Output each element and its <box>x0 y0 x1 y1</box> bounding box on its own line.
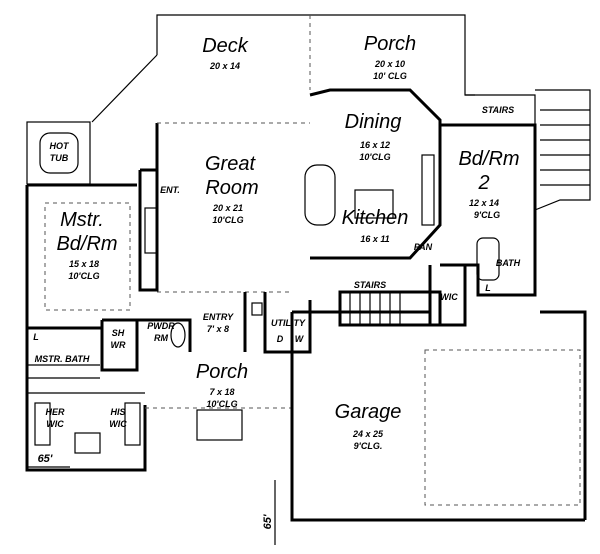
upper-stairs-label: STAIRS <box>482 105 514 115</box>
front-porch-label: Porch <box>196 361 248 383</box>
walls <box>25 14 591 545</box>
labels: Deck 20 x 14 Porch 20 x 10 10' CLG HOT T… <box>33 33 520 529</box>
bedroom2-walls <box>440 123 537 297</box>
master-linen-label: L <box>33 332 39 342</box>
hot-tub-label-2: TUB <box>50 153 69 163</box>
plan-line <box>465 89 591 211</box>
dining-ceiling: 10'CLG <box>359 152 390 162</box>
her-wic-label-2: WIC <box>46 419 64 429</box>
master-label-1: Mstr. <box>60 209 104 231</box>
great-room-ceiling: 10'CLG <box>212 215 243 225</box>
plan-line <box>251 302 263 316</box>
kitchen-size: 16 x 11 <box>360 234 389 244</box>
width-dimension: 65' <box>38 453 53 465</box>
kitchen-island <box>354 189 394 219</box>
lower-stairs-label: STAIRS <box>354 280 386 290</box>
tub <box>476 237 500 281</box>
master-ceiling: 10'CLG <box>68 271 99 281</box>
great-room-label-1: Great <box>205 153 256 175</box>
dining-size: 16 x 12 <box>360 140 390 150</box>
great-room-label-2: Room <box>205 177 258 199</box>
plan-line <box>170 322 186 348</box>
kitchen-label: Kitchen <box>342 207 409 229</box>
dryer-label: D <box>277 334 284 344</box>
dining-label: Dining <box>345 111 402 133</box>
master-tray <box>44 202 131 311</box>
deck-label: Deck <box>202 35 249 57</box>
deck-diagonal <box>91 54 158 123</box>
wic-walls <box>428 265 467 327</box>
plan-line <box>34 402 51 446</box>
entry-size: 7' x 8 <box>207 324 229 334</box>
plan-line <box>74 432 101 454</box>
washer-label: W <box>295 334 305 344</box>
his-wic-label-2: WIC <box>109 419 127 429</box>
garage-door-outline <box>424 349 581 506</box>
utility-label: UTILITY <box>271 318 306 328</box>
powder-label-2: RM <box>154 333 168 343</box>
hot-tub-label-1: HOT <box>50 141 71 151</box>
front-steps <box>196 409 243 441</box>
master-size: 15 x 18 <box>69 259 99 269</box>
bath-label: BATH <box>496 258 521 268</box>
her-wic-label-1: HER <box>45 407 65 417</box>
shower-walls <box>27 318 139 372</box>
ent-label: ENT. <box>160 185 180 195</box>
front-porch-size: 7 x 18 <box>209 387 234 397</box>
hot-tub <box>39 132 79 174</box>
great-room-size: 20 x 21 <box>212 203 243 213</box>
front-porch-ceiling: 10'CLG <box>206 399 237 409</box>
bedroom2-label-1: Bd/Rm <box>458 148 519 170</box>
rear-porch-size: 20 x 10 <box>374 59 405 69</box>
wic-label: WIC <box>440 292 458 302</box>
bedroom2-size: 12 x 14 <box>469 198 499 208</box>
master-label-2: Bd/Rm <box>56 233 117 255</box>
dining-kitchen-walls <box>309 88 442 260</box>
garage-ceiling: 9'CLG. <box>354 441 383 451</box>
entry-walls <box>137 292 312 354</box>
powder-label-1: PWDR <box>147 321 175 331</box>
garage-label: Garage <box>335 401 402 423</box>
plan-line <box>421 154 435 226</box>
bedroom2-ceiling: 9'CLG <box>474 210 500 220</box>
plan-line <box>124 402 141 446</box>
fireplace <box>144 207 158 254</box>
fireplace-wall <box>138 123 159 292</box>
depth-dimension: 65' <box>262 514 274 529</box>
stairs-upper <box>465 89 591 211</box>
deck-size: 20 x 14 <box>209 61 240 71</box>
stairs-lower <box>338 290 442 327</box>
bath-linen-label: L <box>485 283 491 293</box>
rear-porch-ceiling: 10' CLG <box>373 71 407 81</box>
shower-label-1: SH <box>112 328 125 338</box>
his-wic-label-1: HIS <box>110 407 125 417</box>
garage-size: 24 x 25 <box>352 429 384 439</box>
rear-porch-label: Porch <box>364 33 416 55</box>
pantry-label: PAN <box>414 242 433 252</box>
entry-label: ENTRY <box>203 312 234 322</box>
kitchen-bar <box>304 164 336 226</box>
bedroom2-label-2: 2 <box>477 172 489 194</box>
shower-label-2: WR <box>111 340 126 350</box>
master-bath-label: MSTR. BATH <box>35 354 90 364</box>
